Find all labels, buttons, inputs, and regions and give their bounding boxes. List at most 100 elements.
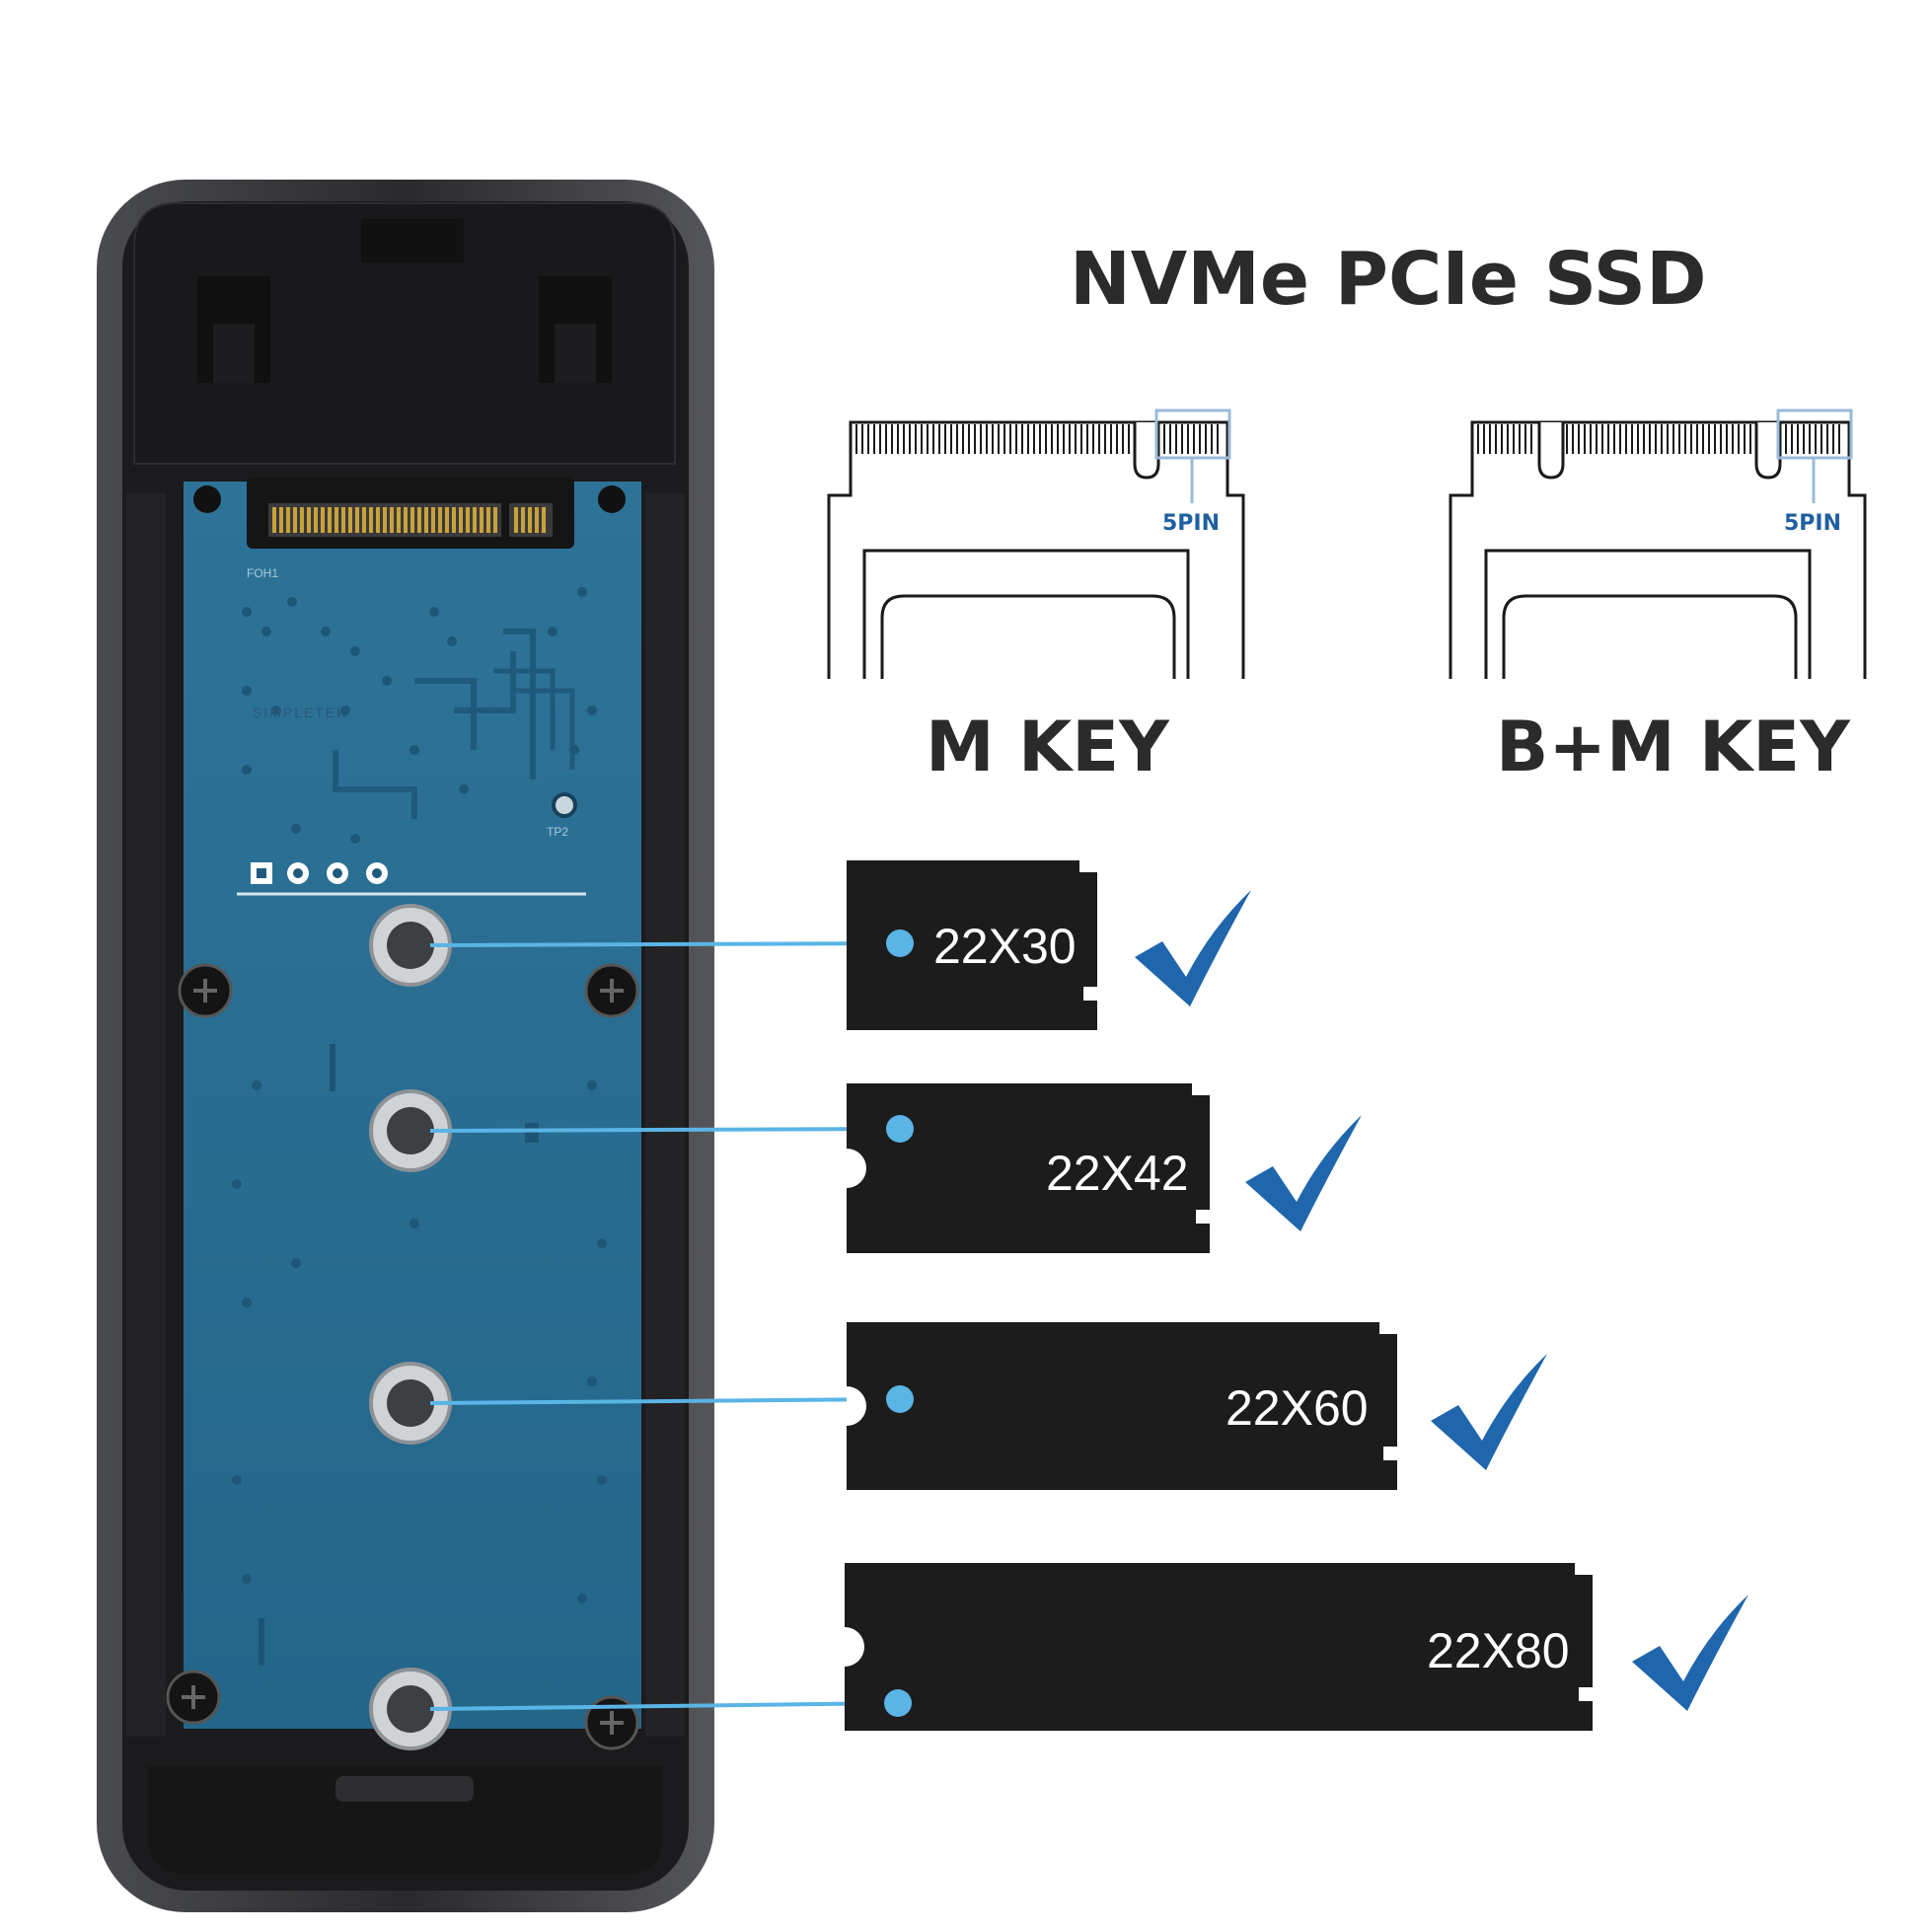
pointer-dot — [886, 929, 914, 957]
connector-pin — [383, 507, 387, 533]
pcb-via — [429, 607, 439, 617]
bm-key-inner-outline — [1484, 549, 1812, 679]
m-key-notch — [1133, 422, 1160, 480]
pcb-via — [587, 1376, 597, 1386]
pcb-via — [587, 706, 597, 715]
cover-center-tab — [361, 219, 464, 262]
connector-pin — [514, 507, 518, 533]
screw — [178, 963, 233, 1018]
pcb-trace — [333, 629, 536, 819]
pointer-dot — [886, 1115, 914, 1143]
connector-pin — [300, 507, 304, 533]
connector-pin — [390, 507, 394, 533]
pcb-via — [291, 1258, 301, 1268]
ssd-size-cards — [845, 860, 1748, 1731]
ssd-card — [847, 1083, 1210, 1253]
ssd-card — [845, 1563, 1593, 1731]
checkmark-icon — [1135, 890, 1251, 1006]
pcb-via — [232, 1179, 242, 1189]
connector-pin — [445, 507, 449, 533]
pcb-via — [242, 1298, 252, 1307]
pcb-via — [271, 706, 281, 715]
connector-pin — [466, 507, 470, 533]
pcb-via — [548, 627, 557, 636]
diagram-title: NVMe PCIe SSD — [1070, 237, 1707, 322]
bm-key-inner-round — [1502, 594, 1798, 679]
checkmark-icon — [1431, 1354, 1547, 1470]
bm-key-5pin-label: 5PIN — [1784, 511, 1842, 536]
pcb-via — [459, 784, 469, 794]
pcb-via — [242, 607, 252, 617]
pcb-via — [232, 1475, 242, 1485]
pcb-via — [287, 597, 297, 607]
rail-left — [126, 493, 166, 1737]
connector-pin — [528, 507, 532, 533]
standoff-hole — [387, 1107, 434, 1154]
rail-right — [645, 493, 685, 1737]
boss-top-left — [193, 485, 221, 513]
test-point — [552, 792, 577, 818]
pcb-via — [340, 706, 350, 715]
pcb-via — [261, 627, 271, 636]
screw — [584, 963, 639, 1018]
pcb-vias — [232, 587, 607, 1603]
pcb-via — [242, 1574, 252, 1584]
pcb-via — [409, 1219, 419, 1228]
ssd-card — [847, 1322, 1397, 1490]
pcb-brand-mark: SIMPLETEK — [253, 705, 348, 720]
m2-key-notch — [501, 499, 509, 539]
pcb-via — [382, 676, 392, 686]
silk-tp2: TP2 — [547, 825, 569, 839]
connector-pin — [404, 507, 408, 533]
m-key-inner-round — [880, 594, 1176, 679]
screw — [584, 1695, 639, 1750]
connector-pin — [452, 507, 456, 533]
bm-key-notch-m — [1754, 422, 1782, 480]
cover-clip-right-inner — [555, 324, 596, 383]
bm-key-notch-b — [1537, 422, 1565, 480]
connector-pin — [307, 507, 311, 533]
pcb-via — [587, 1080, 597, 1090]
connector-pin — [355, 507, 359, 533]
boss-top-right — [598, 485, 626, 513]
bm-key-pin-row — [1477, 424, 1840, 454]
pointer-line — [429, 941, 901, 947]
standoff-hole — [387, 922, 434, 969]
pcb-via — [577, 1594, 587, 1603]
pcb-via — [409, 745, 419, 755]
ssd-mount-notch — [847, 1386, 866, 1426]
m-key-diagram — [827, 420, 1245, 679]
size-pointers — [429, 941, 901, 1711]
header-pad-inner — [333, 868, 342, 878]
m-key-5pin-label: 5PIN — [1162, 511, 1221, 536]
header-pad-square-inner — [257, 868, 266, 878]
pcb-mark — [330, 1044, 335, 1091]
size-label-22x42: 22X42 — [1046, 1146, 1189, 1201]
connector-pin — [348, 507, 352, 533]
pcb-via — [252, 1080, 261, 1090]
pcb-via — [350, 834, 360, 844]
pcb-via — [291, 824, 301, 834]
pointer-line — [429, 1127, 901, 1133]
connector-pin — [417, 507, 421, 533]
connector-pin — [424, 507, 428, 533]
pcb-via — [597, 1475, 607, 1485]
pcb-via — [447, 636, 457, 646]
connector-pin — [279, 507, 283, 533]
pcb-board — [166, 478, 641, 1750]
connector-pin — [341, 507, 345, 533]
enclosure-top-cover — [133, 202, 676, 465]
silk-j1: FOH1 — [247, 566, 279, 580]
ssd-mount-notch — [845, 1627, 864, 1667]
pointer-dot — [886, 1385, 914, 1413]
checkmark-icon — [1632, 1595, 1748, 1711]
connector-pin — [459, 507, 463, 533]
connector-pin — [410, 507, 414, 533]
connector-pin — [486, 507, 490, 533]
connector-pin — [542, 507, 546, 533]
size-label-22x80: 22X80 — [1427, 1623, 1570, 1678]
connector-pin — [480, 507, 483, 533]
checkmark-icon — [1245, 1115, 1362, 1231]
cover-clip-left-inner — [213, 324, 255, 383]
